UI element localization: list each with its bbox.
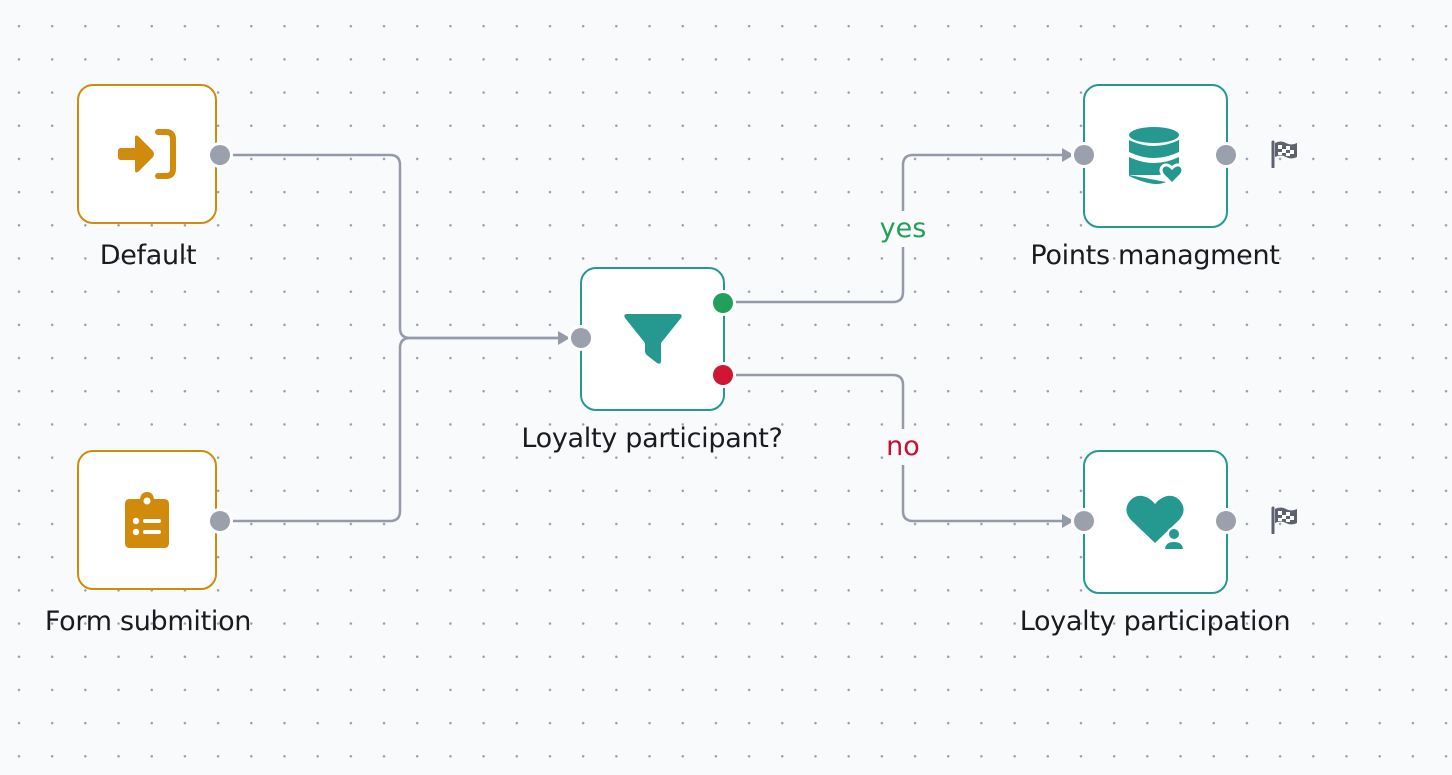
- sign-in-arrow-icon: [118, 129, 176, 179]
- input-port-loyalty-participant[interactable]: [571, 328, 591, 348]
- input-port-loyalty-participation[interactable]: [1074, 511, 1094, 531]
- node-loyalty-participant-condition[interactable]: [580, 267, 725, 411]
- output-port-yes[interactable]: [713, 293, 733, 313]
- node-label-points-managment: Points managment: [1030, 240, 1280, 271]
- node-label-loyalty-participation: Loyalty participation: [1019, 606, 1291, 637]
- output-port-form-submition[interactable]: [210, 511, 230, 531]
- node-default-trigger[interactable]: [77, 84, 217, 224]
- output-port-no[interactable]: [713, 365, 733, 385]
- checkered-flag-icon: [1271, 140, 1297, 168]
- database-heart-icon: [1128, 127, 1184, 186]
- edge-label-no: no: [884, 429, 922, 465]
- node-label-default: Default: [99, 240, 197, 271]
- node-label-form-submition: Form submition: [44, 606, 252, 637]
- node-points-managment[interactable]: [1083, 84, 1228, 228]
- node-form-submition-trigger[interactable]: [77, 450, 217, 590]
- output-port-points-managment[interactable]: [1216, 145, 1236, 165]
- output-port-loyalty-participation[interactable]: [1216, 511, 1236, 531]
- output-port-default[interactable]: [210, 145, 230, 165]
- clipboard-list-icon: [125, 492, 169, 548]
- heart-user-icon: [1125, 495, 1185, 551]
- filter-funnel-icon: [623, 314, 682, 364]
- checkered-flag-icon: [1271, 506, 1297, 534]
- node-label-loyalty-participant: Loyalty participant?: [521, 423, 783, 454]
- edge-form-to-condition[interactable]: [232, 336, 560, 523]
- input-port-points-managment[interactable]: [1074, 145, 1094, 165]
- node-loyalty-participation[interactable]: [1083, 450, 1228, 594]
- edge-label-yes: yes: [877, 211, 929, 247]
